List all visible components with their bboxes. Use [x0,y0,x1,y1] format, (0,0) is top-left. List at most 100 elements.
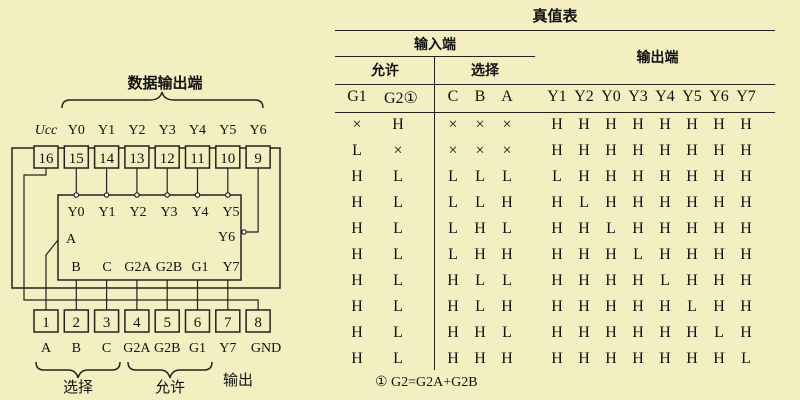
table-cell: × [502,116,512,133]
footnote: ① G2=G2A+G2B [375,375,478,390]
bottom-label-6: Y7 [219,341,236,356]
table-cell: L [448,246,458,263]
table-cell: L [475,298,485,315]
table-cell: H [740,298,752,315]
column-header-5: Y1 [547,88,567,105]
table-cell: H [686,272,698,289]
column-header-10: Y5 [682,88,702,105]
table-cell: L [448,220,458,237]
column-header-1: G2① [384,90,418,107]
pin-number-7: 7 [224,315,232,331]
select-header: 选择 [471,63,499,79]
table-cell: H [474,246,486,263]
table-cell: H [632,116,644,133]
table-cell: L [502,324,512,341]
table-cell: H [686,168,698,185]
top-label-0: Ucc [35,123,58,138]
table-cell: L [475,168,485,185]
select-caption: 选择 [63,379,93,396]
inner-top-label-4: Y4 [191,205,208,220]
table-cell: H [605,194,617,211]
bottom-label-2: C [102,341,111,356]
pin-number-2: 2 [73,315,81,331]
table-cell: L [393,324,403,341]
table-cell: H [632,324,644,341]
pin-number-11: 11 [190,151,204,167]
table-cell: H [605,324,617,341]
table-cell: H [501,194,513,211]
bottom-label-4: G2B [154,341,180,356]
table-cell: H [659,220,671,237]
inner-bottom-label-3: G2B [156,260,182,275]
output-bubble [225,192,231,198]
column-header-2: C [447,88,459,105]
table-cell: H [447,272,459,289]
table-cell: H [659,194,671,211]
table-cell: H [740,220,752,237]
table-cell: H [713,142,725,159]
table-cell: H [551,350,563,367]
table-cell: × [448,142,458,159]
table-cell: L [633,246,643,263]
table-cell: H [351,194,363,211]
table-cell: H [551,194,563,211]
inner-top-label-3: Y3 [160,205,177,220]
table-cell: L [393,194,403,211]
table-cell: H [686,246,698,263]
bottom-label-7: GND [251,341,281,356]
table-cell: H [740,272,752,289]
table-cell: H [605,142,617,159]
inner-bottom-label-1: C [102,260,111,275]
pin-number-4: 4 [133,315,141,331]
output-bubble [134,192,140,198]
output-caption: 输出 [223,372,253,389]
table-cell: H [474,324,486,341]
inner-bottom-label-4: G1 [191,260,208,275]
pin-number-6: 6 [194,315,202,331]
table-cell: L [687,298,697,315]
output-bubble [194,192,201,198]
table-cell: H [551,246,563,263]
table-cell: H [659,298,671,315]
table-cell: H [551,116,563,133]
column-header-7: Y0 [601,88,621,105]
top-label-1: Y0 [68,123,85,138]
table-cell: L [393,246,403,263]
table-cell: H [351,324,363,341]
enable-caption: 允许 [155,379,185,396]
column-header-3: B [474,88,486,105]
table-cell: H [632,272,644,289]
table-cell: H [686,220,698,237]
table-cell: L [660,272,670,289]
table-cell: H [659,350,671,367]
table-cell: L [606,220,616,237]
table-cell: H [447,324,459,341]
table-cell: H [740,142,752,159]
table-cell: L [714,324,724,341]
table-cell: L [393,168,403,185]
inner-top-label-5: Y5 [222,205,239,220]
bottom-label-3: G2A [123,341,151,356]
table-cell: H [632,350,644,367]
table-cell: H [713,246,725,263]
table-cell: L [579,194,589,211]
table-cell: H [351,298,363,315]
table-cell: H [686,116,698,133]
table-cell: H [551,142,563,159]
table-cell: L [502,272,512,289]
table-cell: L [393,298,403,315]
pin-number-16: 16 [39,151,55,167]
table-cell: H [740,168,752,185]
table-cell: H [713,350,725,367]
inner-top-label-0: Y0 [67,205,84,220]
pin-number-8: 8 [254,315,262,331]
table-cell: L [475,272,485,289]
table-cell: H [632,194,644,211]
